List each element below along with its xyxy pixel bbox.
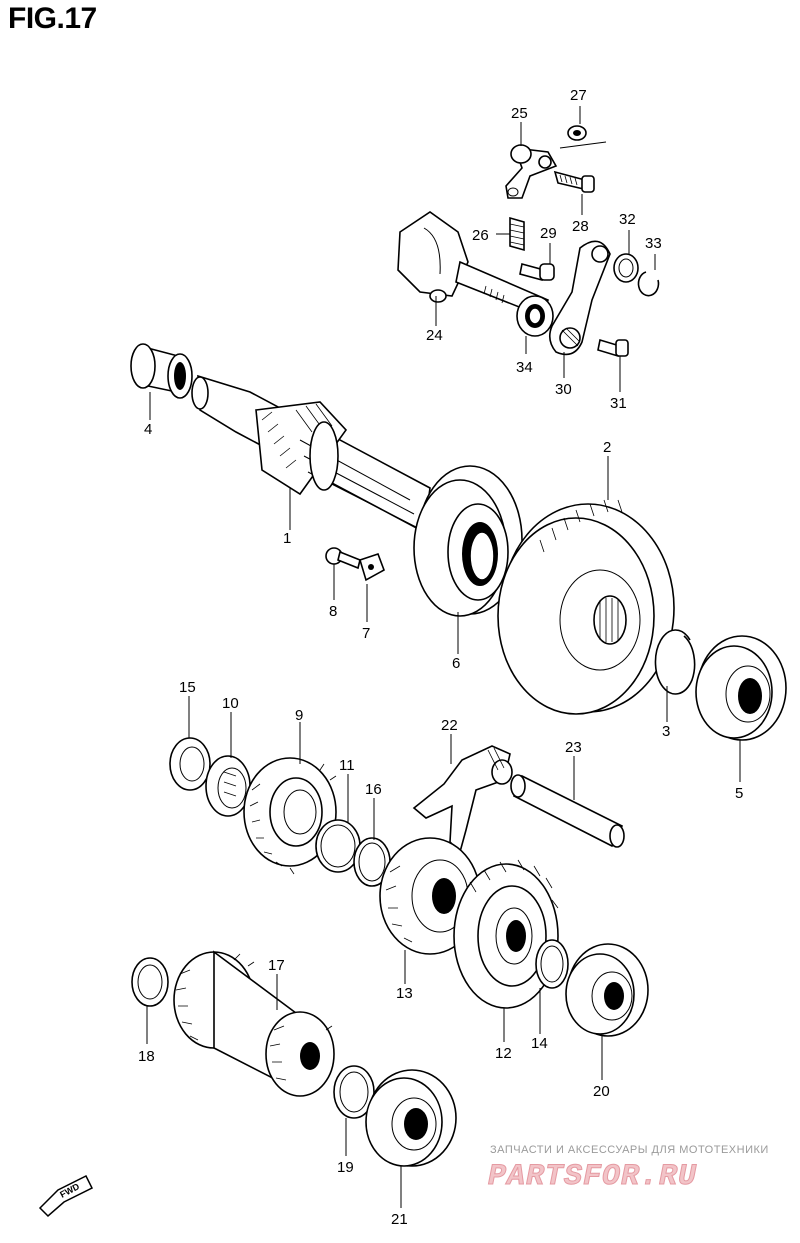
part-25-stopper-arm[interactable]	[505, 144, 558, 199]
callout-21: 21	[391, 1211, 408, 1228]
callout-11: 11	[339, 757, 355, 774]
callout-27: 27	[570, 87, 587, 104]
callout-15: 15	[179, 679, 196, 696]
part-5-ball-bearing[interactable]	[695, 635, 787, 741]
callout-32: 32	[619, 211, 636, 228]
part-14-thrust-washer[interactable]	[535, 939, 569, 989]
callout-17: 17	[268, 957, 285, 974]
callout-26: 26	[472, 227, 489, 244]
part-31-bolt[interactable]	[597, 338, 629, 358]
part-22-shift-fork[interactable]	[412, 745, 513, 854]
figure-title: FIG.17	[8, 2, 97, 35]
part-27-washer[interactable]	[567, 125, 587, 141]
callout-6: 6	[452, 655, 460, 672]
part-8-bolt[interactable]	[325, 547, 361, 570]
callout-12: 12	[495, 1045, 512, 1062]
callout-24: 24	[426, 327, 443, 344]
part-2-driven-gear[interactable]	[497, 499, 675, 715]
callout-7: 7	[362, 625, 370, 642]
part-16-lock-washer[interactable]	[353, 837, 391, 887]
part-32-washer[interactable]	[613, 253, 639, 283]
part-18-thrust-washer[interactable]	[131, 957, 169, 1007]
watermark-logo: PARTSFOR.RU	[487, 1160, 698, 1195]
part-7-bearing-retainer[interactable]	[359, 552, 385, 582]
callout-8: 8	[329, 603, 337, 620]
callout-2: 2	[603, 439, 611, 456]
part-9-gear[interactable]	[243, 757, 337, 875]
part-15-thrust-washer[interactable]	[169, 737, 211, 791]
callout-18: 18	[138, 1048, 155, 1065]
callout-28: 28	[572, 218, 589, 235]
watermark-caption: ЗАПЧАСТИ И АКСЕССУАРЫ ДЛЯ МОТОТЕХНИКИ	[490, 1144, 769, 1156]
part-23-fork-shaft[interactable]	[510, 774, 625, 848]
part-30-shift-arm[interactable]	[548, 240, 611, 356]
part-4-needle-bearing[interactable]	[130, 343, 193, 399]
callout-numbers: 1 2 3 4 5 6 7 8 9 10 11 12 13 14 15 16 1…	[138, 87, 743, 1228]
callout-13: 13	[396, 985, 413, 1002]
part-34-oil-seal[interactable]	[516, 295, 554, 337]
callout-leaders	[146, 106, 741, 1208]
callout-9: 9	[295, 707, 303, 724]
callout-19: 19	[337, 1159, 354, 1176]
callout-4: 4	[144, 421, 152, 438]
part-20-ball-bearing[interactable]	[565, 943, 649, 1037]
callout-1: 1	[283, 530, 291, 547]
callout-33: 33	[645, 235, 662, 252]
callout-10: 10	[222, 695, 239, 712]
part-12-gear[interactable]	[453, 859, 559, 1009]
part-26-spring[interactable]	[509, 216, 525, 252]
part-1-countershaft[interactable]	[191, 374, 431, 534]
part-6-ball-bearing[interactable]	[413, 465, 523, 617]
callout-5: 5	[735, 785, 743, 802]
callout-3: 3	[662, 723, 670, 740]
callout-30: 30	[555, 381, 572, 398]
fwd-arrow-icon: FWD	[38, 1174, 94, 1218]
callout-31: 31	[610, 395, 627, 412]
callout-23: 23	[565, 739, 582, 756]
part-28-bolt[interactable]	[553, 170, 595, 193]
part-3-circlip[interactable]	[654, 629, 696, 695]
callout-29: 29	[540, 225, 557, 242]
part-29-bolt[interactable]	[519, 263, 555, 281]
callout-14: 14	[531, 1035, 548, 1052]
part-17-driveshaft[interactable]	[173, 950, 335, 1097]
callout-25: 25	[511, 105, 528, 122]
callout-20: 20	[593, 1083, 610, 1100]
callout-16: 16	[365, 781, 382, 798]
callout-34: 34	[516, 359, 533, 376]
part-33-circlip[interactable]	[637, 271, 660, 297]
part-21-ball-bearing[interactable]	[365, 1069, 457, 1167]
callout-22: 22	[441, 717, 458, 734]
